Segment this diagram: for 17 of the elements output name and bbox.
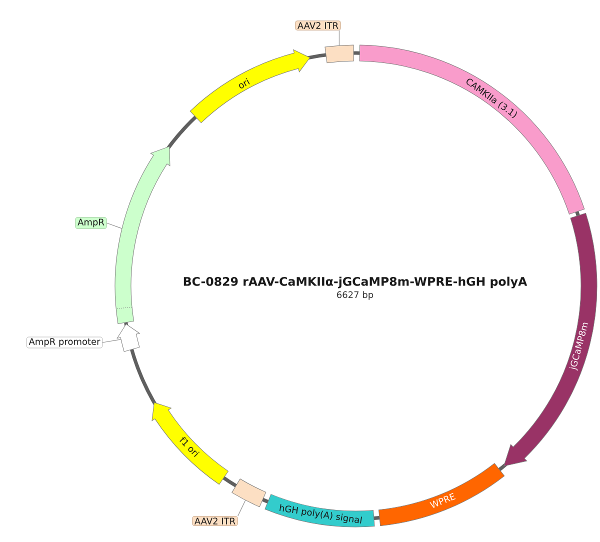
leader-line (102, 339, 122, 343)
pointed-feature: ori (190, 49, 310, 124)
feature-label: AAV2 ITR (295, 20, 341, 30)
pointed-feature (114, 146, 170, 324)
feature-block (324, 44, 354, 64)
feature-label: AAV2 ITR (192, 516, 238, 526)
feature-block (232, 478, 266, 508)
feature-label: AmpR (75, 217, 107, 229)
leader-line (238, 500, 246, 516)
feature-label: AmpR promoter (26, 336, 102, 348)
feature-block: hGH poly(A) signal (264, 494, 375, 528)
pointed-feature (116, 324, 140, 352)
pointed-feature: f1 ori (152, 402, 228, 485)
leader-line (338, 30, 340, 46)
length-label: 6627 bp (337, 291, 374, 300)
leader-line (106, 222, 122, 229)
feature-block: WPRE (378, 463, 505, 526)
